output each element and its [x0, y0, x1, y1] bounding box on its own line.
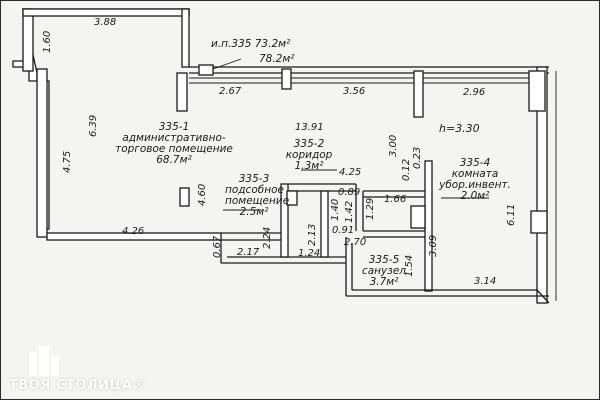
- utility-right-wall: [424, 160, 433, 292]
- dim-1-66: 1.66: [384, 194, 407, 205]
- room-335-5-id: 335-5: [368, 254, 400, 266]
- leader-line-1: [212, 58, 242, 70]
- room-335-4-area: 2.0м²: [460, 190, 490, 203]
- room-335-5-name: санузел: [361, 265, 407, 278]
- column-5: [530, 210, 548, 234]
- dim-0-91: 0.91: [332, 225, 355, 236]
- room-335-2-area: 1.3м²: [294, 160, 324, 173]
- room-335-3-id: 335-3: [238, 173, 270, 185]
- dim-4-60: 4.60: [197, 183, 208, 206]
- dim-2-13: 2.13: [307, 223, 318, 246]
- dim-6-11: 6.11: [506, 203, 517, 226]
- dim-0-67: 0.67: [212, 235, 223, 258]
- room-335-1-name-2: торговое помещение: [115, 143, 233, 156]
- room-335-4-id: 335-4: [459, 157, 491, 169]
- brand-name: ТВОЯ СТОЛИЦА®: [9, 378, 147, 393]
- dim-1-42: 1.42: [344, 200, 355, 223]
- dim-2-17: 2.17: [237, 247, 260, 258]
- room-335-3-area: 2.5м²: [239, 206, 269, 219]
- dim-2-70: 2.70: [344, 237, 367, 248]
- column-4: [528, 70, 546, 112]
- dim-4-75: 4.75: [62, 150, 73, 173]
- dim-3-56: 3.56: [343, 86, 366, 97]
- room-335-1-name-1: административно-: [122, 132, 226, 145]
- left-wall: [36, 68, 48, 238]
- room-335-1-id: 335-1: [158, 121, 190, 133]
- dim-6-39: 6.39: [88, 114, 99, 137]
- column-6: [179, 187, 190, 207]
- right-wall: [536, 66, 548, 304]
- bottom-right-corner: [536, 289, 550, 304]
- brand-logo: ТВОЯ СТОЛИЦА®: [9, 346, 199, 396]
- dim-1-40: 1.40: [330, 198, 341, 221]
- room-335-4-name-2: убор.инвент.: [439, 179, 511, 192]
- room-335-4-label: 335-4 комната убор.инвент. 2.0м²: [437, 157, 513, 203]
- bottom-left-wall: [46, 232, 222, 241]
- left-upper-wall: [22, 8, 34, 72]
- room-335-2-id: 335-2: [293, 138, 325, 150]
- storage-left-wall: [280, 183, 289, 258]
- dim-0-23: 0.23: [412, 146, 423, 169]
- room-335-5-area: 3.7м²: [369, 276, 399, 289]
- top-step-wall: [181, 8, 190, 68]
- room-335-2-name: коридор: [285, 149, 333, 162]
- storage-right-wall: [320, 190, 329, 258]
- dim-3-14: 3.14: [474, 276, 497, 287]
- utility-door-block: [410, 205, 426, 229]
- column-1: [176, 72, 188, 112]
- column-3: [413, 70, 424, 118]
- top-left-wall: [22, 8, 190, 17]
- dim-3-09: 3.09: [428, 234, 439, 257]
- dim-1-54: 1.54: [404, 254, 415, 277]
- dim-0-89: 0.89: [338, 187, 361, 198]
- dim-2-67: 2.67: [219, 86, 242, 97]
- room-335-5-label: 335-5 санузел 3.7м²: [359, 254, 409, 289]
- dim-4-26: 4.26: [122, 226, 145, 237]
- room-335-4-name-1: комната: [451, 168, 499, 181]
- building-logo-icon: [29, 346, 59, 376]
- dim-1-24: 1.24: [298, 248, 321, 259]
- room-335-3-name-2: помещение: [225, 195, 290, 208]
- room-335-3-name-1: подсобное: [225, 184, 284, 197]
- room-335-3-label: 335-3 подсобное помещение 2.5м²: [225, 173, 290, 219]
- window-nub: [198, 64, 214, 76]
- ceiling-height-label: h=3.30: [439, 122, 480, 135]
- column-2: [281, 68, 292, 90]
- storage-door-jamb: [286, 190, 298, 206]
- dim-13-91: 13.91: [295, 122, 324, 133]
- dim-2-24: 2.24: [262, 226, 273, 249]
- dim-2-96: 2.96: [463, 87, 486, 98]
- header-area-label-2: 78.2м²: [259, 53, 295, 65]
- dim-1-60: 1.60: [42, 30, 53, 53]
- dim-4-25: 4.25: [339, 167, 362, 178]
- dim-1-29: 1.29: [365, 197, 376, 220]
- room-335-2-label: 335-2 коридор 1.3м²: [284, 138, 334, 173]
- header-area-label: и.п.335 73.2м²: [211, 38, 291, 50]
- dim-3-88: 3.88: [94, 17, 117, 28]
- room-335-1-label: 335-1 административно- торговое помещени…: [111, 121, 237, 167]
- dim-3-00: 3.00: [388, 134, 399, 157]
- dim-0-12: 0.12: [401, 158, 412, 181]
- room-335-1-area: 68.7м²: [156, 154, 192, 167]
